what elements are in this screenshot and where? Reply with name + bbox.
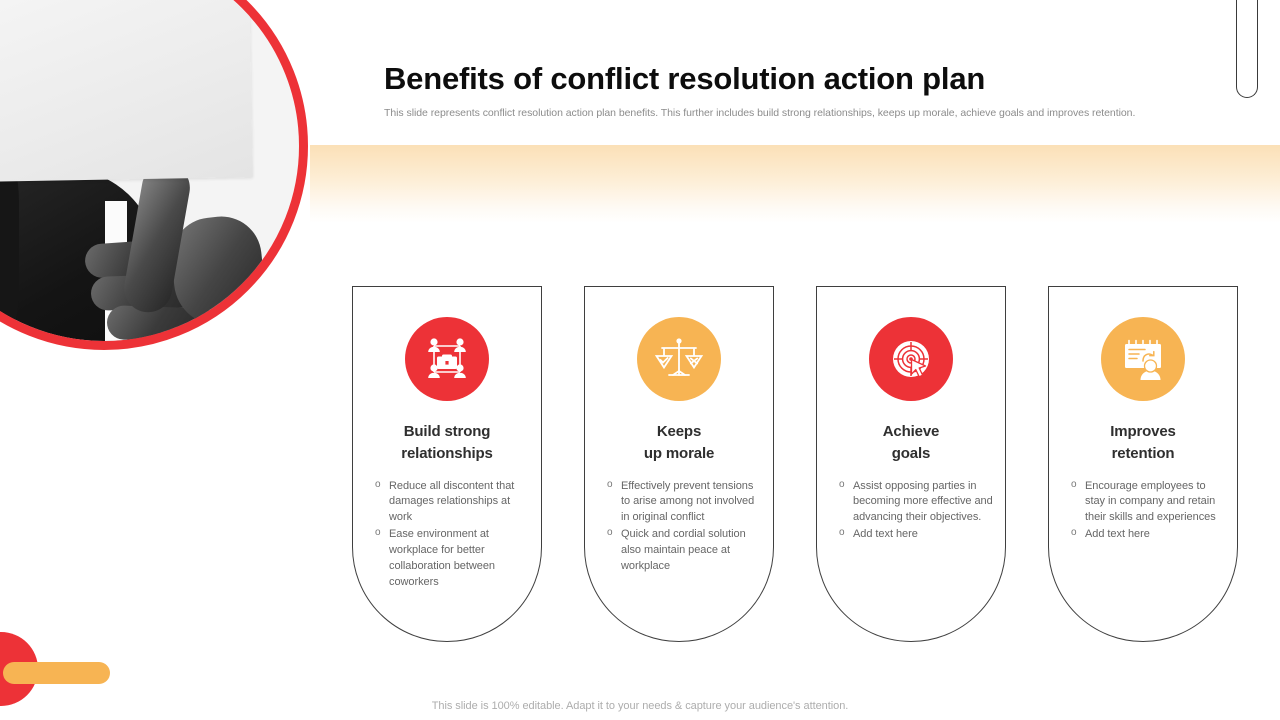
slide-header: Benefits of conflict resolution action p… bbox=[384, 61, 1264, 120]
benefit-card-build-strong-relationships[interactable]: Build strong relationships Reduce all di… bbox=[352, 286, 542, 642]
list-item: Effectively prevent tensions to arise am… bbox=[607, 478, 761, 527]
benefit-card-achieve-goals[interactable]: Achieve goals Assist opposing parties in… bbox=[816, 286, 1006, 642]
benefit-card-list: Build strong relationships Reduce all di… bbox=[352, 286, 1242, 642]
list-item: Reduce all discontent that damages relat… bbox=[375, 478, 529, 527]
hand-holding-blank-sign-photo bbox=[0, 0, 299, 341]
target-cursor-icon bbox=[869, 317, 953, 401]
page-subtitle: This slide represents conflict resolutio… bbox=[384, 106, 1136, 119]
team-network-icon bbox=[405, 317, 489, 401]
benefit-card-keeps-up-morale[interactable]: Keeps up morale Effectively prevent tens… bbox=[584, 286, 774, 642]
benefit-card-title-line1: Keeps bbox=[656, 423, 702, 440]
benefit-card-title-line1: Achieve bbox=[882, 423, 940, 440]
orange-pill-decoration bbox=[3, 662, 110, 684]
benefit-card-title: Build strong relationships bbox=[401, 421, 493, 465]
list-item: Add text here bbox=[839, 526, 993, 543]
benefit-card-bullets: Effectively prevent tensions to arise am… bbox=[585, 478, 773, 577]
benefit-card-improves-retention[interactable]: Improves retention Encourage employees t… bbox=[1048, 286, 1238, 642]
list-item: Quick and cordial solution also maintain… bbox=[607, 526, 761, 575]
benefit-card-title: Keeps up morale bbox=[644, 421, 714, 465]
benefit-card-title-line2: retention bbox=[1111, 444, 1175, 462]
photo-hand bbox=[77, 159, 277, 341]
benefit-card-bullets: Encourage employees to stay in company a… bbox=[1049, 478, 1237, 545]
editable-note: This slide is 100% editable. Adapt it to… bbox=[431, 700, 849, 712]
list-item: Add text here bbox=[1071, 526, 1225, 543]
list-item: Encourage employees to stay in company a… bbox=[1071, 478, 1225, 527]
presentation-person-icon bbox=[1101, 317, 1185, 401]
benefit-card-bullets: Reduce all discontent that damages relat… bbox=[353, 478, 541, 593]
list-item: Assist opposing parties in becoming more… bbox=[839, 478, 993, 527]
benefit-card-bullets: Assist opposing parties in becoming more… bbox=[817, 478, 1005, 545]
benefit-card-title-line2: goals bbox=[891, 444, 931, 462]
benefit-card-title-line2: relationships bbox=[401, 444, 493, 462]
benefit-card-title-line2: up morale bbox=[643, 444, 715, 462]
benefit-card-title-line1: Build strong bbox=[403, 423, 491, 440]
u-outline-decoration bbox=[1236, 0, 1258, 98]
photo-blank-sign bbox=[0, 0, 253, 183]
list-item: Ease environment at workplace for better… bbox=[375, 526, 529, 591]
benefit-card-title: Achieve goals bbox=[882, 421, 940, 465]
benefit-card-title-line1: Improves bbox=[1110, 423, 1176, 440]
benefit-card-title: Improves retention bbox=[1110, 421, 1176, 465]
hero-photo bbox=[0, 0, 308, 350]
balance-scales-icon bbox=[637, 317, 721, 401]
header-gradient-band bbox=[310, 145, 1280, 223]
page-title: Benefits of conflict resolution action p… bbox=[384, 61, 986, 96]
